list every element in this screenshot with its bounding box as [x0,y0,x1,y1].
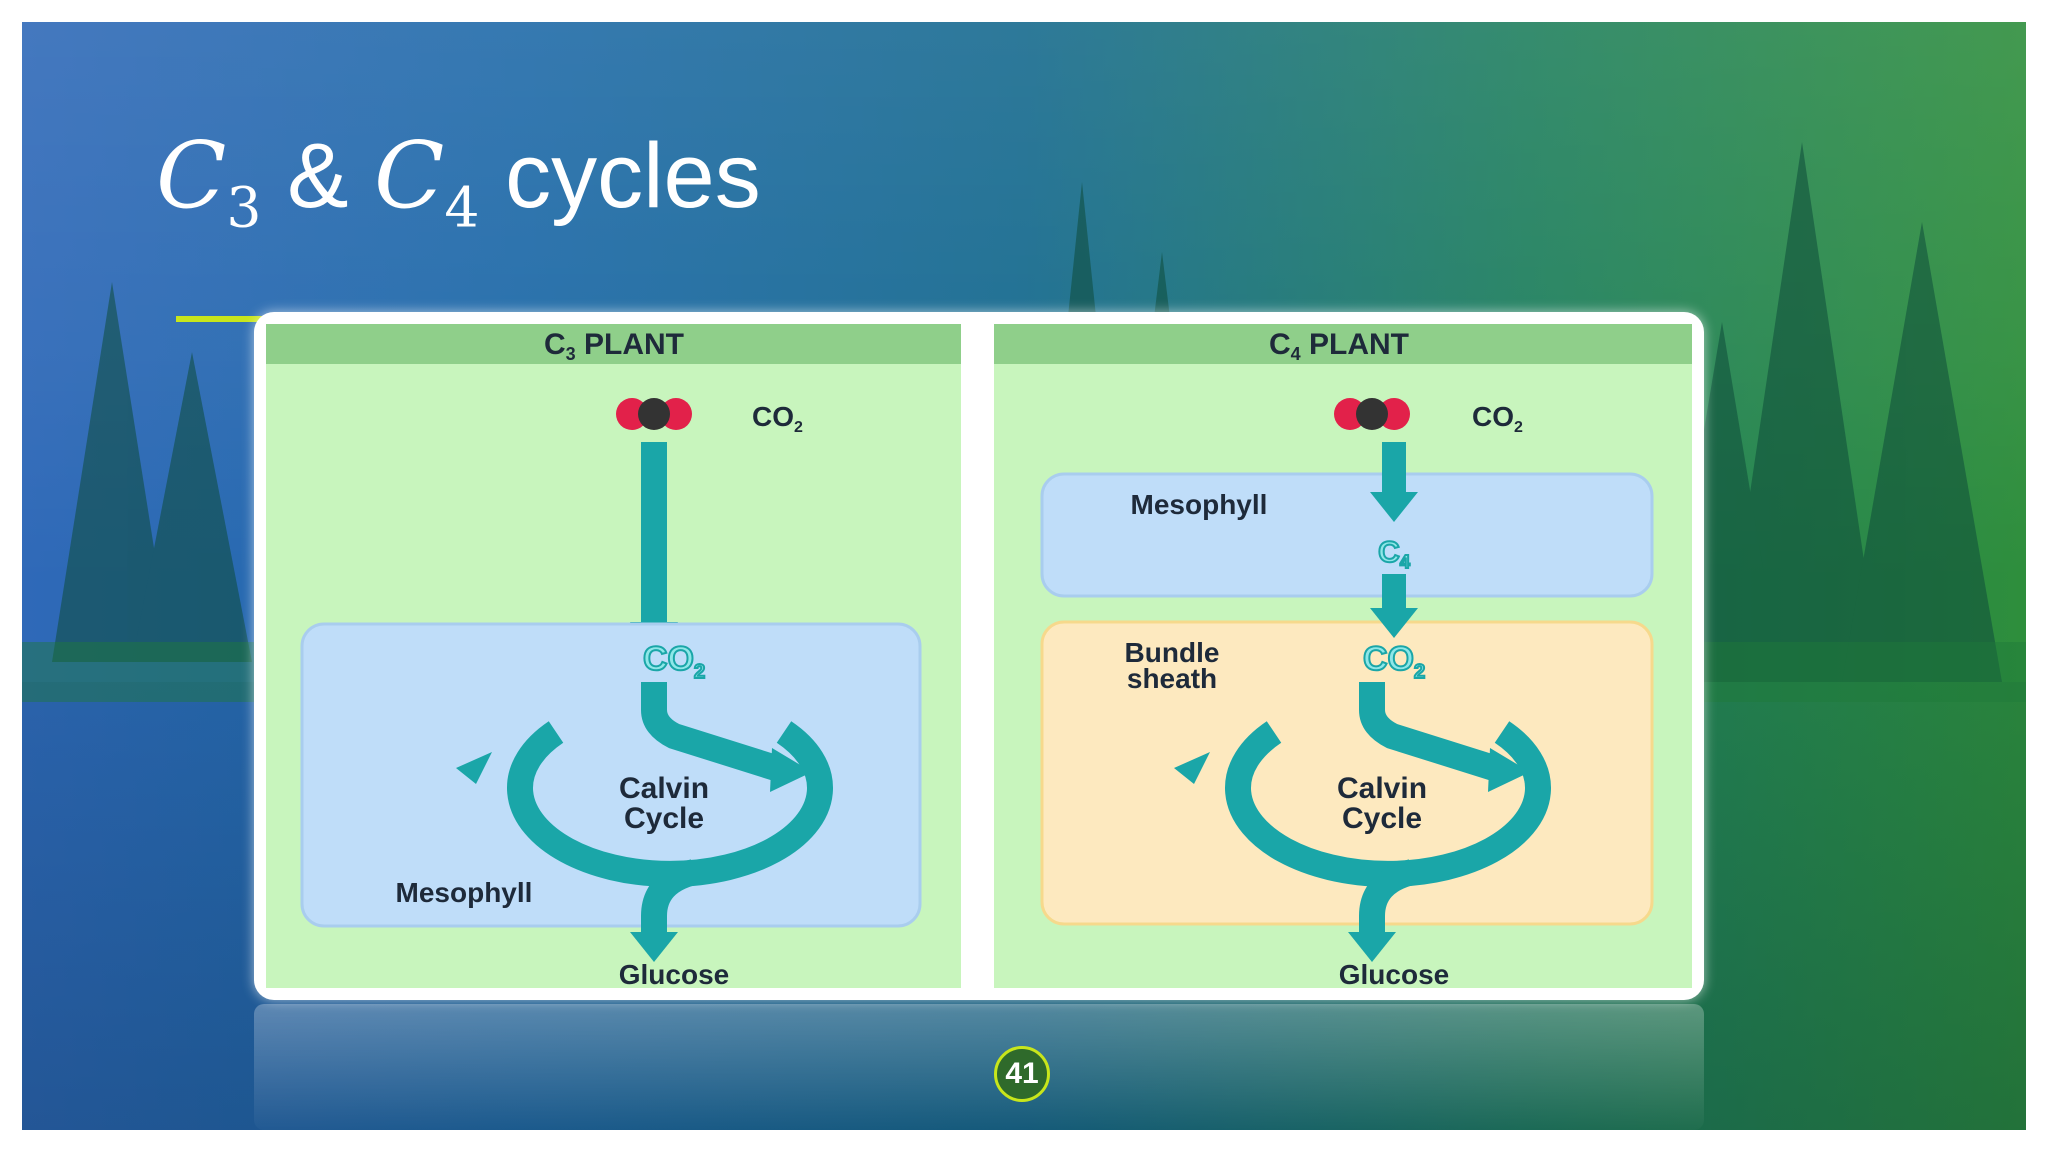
c4-c4-label: C4 [1378,536,1410,572]
c3-calvin-label-1: Calvin [619,772,709,805]
slide: C3 & C4 cycles C3 PLANT [22,22,2026,1130]
c3-co2-inner: CO2 [643,640,705,683]
c3-mesophyll-label: Mesophyll [396,877,533,908]
c4-bundle-label-2: sheath [1127,663,1217,694]
slide-title: C3 & C4 cycles [156,122,761,241]
c4-glucose-label: Glucose [1339,959,1449,990]
c4-calvin-label-1: Calvin [1337,772,1427,805]
calvin-cycle-arrows-icon [1225,682,1551,932]
c3-calvin-label-2: Cycle [624,802,704,835]
c4-header-bar [994,324,1692,364]
c3-panel: C3 PLANT CO2 CO2 [266,324,961,990]
c4-header: C4 PLANT [1269,328,1409,364]
diagram-reflection [254,1004,1704,1130]
c4-panel: C4 PLANT CO2 Mesophyll C4 [994,324,1692,990]
c3-c4-diagram: C3 PLANT CO2 CO2 [254,312,1704,1000]
co2-molecule-icon [1334,398,1410,430]
c4-co2-label: CO2 [1472,401,1523,436]
c4-mesophyll-box [1040,472,1654,598]
c4-calvin-label-2: Cycle [1342,802,1422,835]
c3-header-bar [266,324,961,364]
c4-bundle-label-1: Bundle [1125,637,1220,668]
calvin-cycle-arrows-icon [507,682,833,932]
co2-molecule-icon [616,398,692,430]
c4-co2-inner: CO2 [1363,640,1425,683]
c3-header: C3 PLANT [544,328,684,364]
c4-mesophyll-label: Mesophyll [1131,489,1268,520]
page-number-badge: 41 [994,1046,1050,1102]
c3-co2-label: CO2 [752,401,803,436]
c3-glucose-label: Glucose [619,959,729,990]
